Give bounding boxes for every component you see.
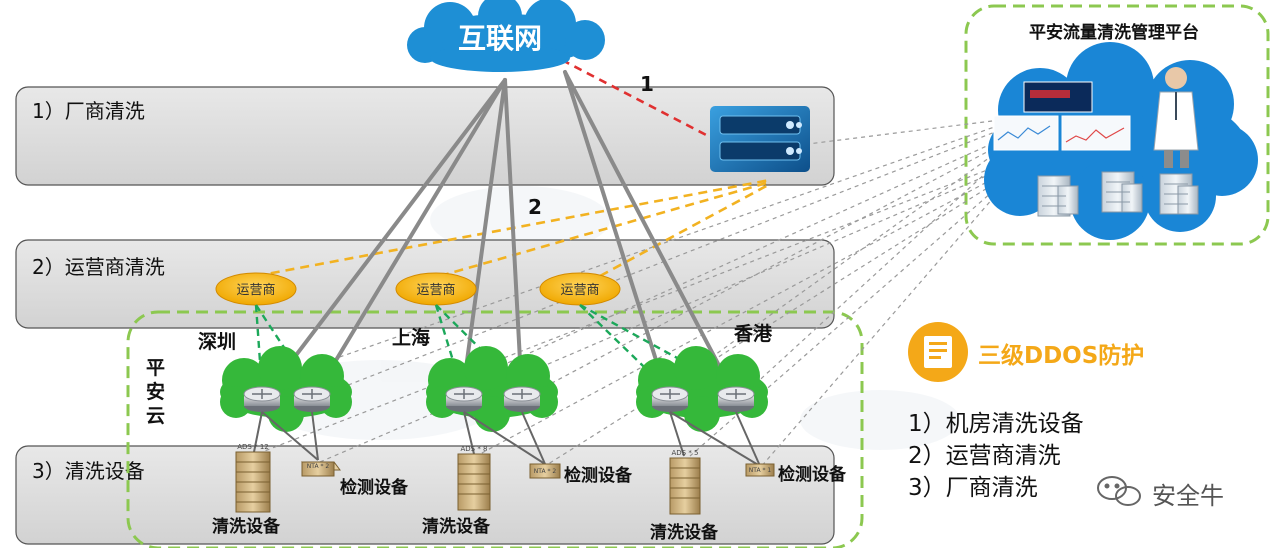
device-tag: ADS * 12: [237, 443, 268, 451]
device-tag: ADS * 8: [460, 445, 487, 453]
scrubbing-rack-hongkong: ADS * 5: [669, 449, 701, 515]
router-icon: [651, 386, 689, 412]
device-tag: NTA * 2: [534, 468, 557, 475]
carrier-node-shenzhen: 运营商: [215, 272, 297, 306]
site-cloud-hongkong: [636, 346, 768, 432]
city-label-hongkong: 香港: [733, 323, 773, 345]
legend-item-3: 3）厂商清洗: [908, 475, 1038, 501]
city-label-shanghai: 上海: [392, 326, 430, 349]
legend-item-1: 1）机房清洗设备: [908, 411, 1084, 437]
device-tag: ADS * 5: [671, 449, 698, 457]
layer-band-vendor: 1）厂商清洗: [15, 86, 835, 186]
router-icon: [503, 386, 541, 412]
carrier-label: 运营商: [416, 283, 455, 298]
router-icon: [717, 386, 755, 412]
detection-box-shanghai: NTA * 2: [529, 463, 561, 479]
carrier-node-hongkong: 运营商: [539, 272, 621, 306]
svg-text:安: 安: [146, 380, 165, 403]
device-tag: NTA * 2: [307, 463, 330, 470]
layer-label-devices: 3）清洗设备: [32, 459, 145, 483]
platform-title: 平安流量清洗管理平台: [1029, 22, 1199, 43]
database-icon: [1159, 173, 1199, 215]
detection-box-hongkong: NTA * 1: [745, 463, 775, 477]
scrubbing-label-shenzhen: 清洗设备: [212, 516, 281, 537]
database-icon: [1037, 175, 1079, 217]
detection-label-hongkong: 检测设备: [778, 464, 847, 485]
internet-label: 互联网: [458, 22, 542, 55]
device-links: [253, 411, 761, 467]
layer-band-devices: 3）清洗设备: [15, 445, 835, 545]
management-links: [261, 119, 1001, 469]
carrier-label: 运营商: [236, 283, 275, 298]
carrier-node-shanghai: 运营商: [395, 272, 477, 306]
path-number-1: 1: [640, 72, 654, 96]
legend-item-2: 2）运营商清洗: [908, 443, 1061, 469]
svg-text:云: 云: [146, 405, 165, 427]
legend-title: 三级DDOS防护: [978, 343, 1145, 369]
operator-figure: [1153, 67, 1199, 168]
internet-cloud: 互联网: [407, 0, 605, 72]
watermark-text: 安全牛: [1152, 482, 1224, 510]
vendor-link: [561, 58, 713, 140]
router-icon: [243, 386, 281, 412]
document-icon: [908, 322, 968, 382]
layer-label-vendor: 1）厂商清洗: [32, 99, 145, 123]
device-tag: NTA * 1: [749, 467, 772, 474]
city-label-shenzhen: 深圳: [198, 330, 236, 353]
pingan-cloud-label: 平 安 云: [146, 357, 165, 427]
detection-box-shenzhen: NTA * 2: [301, 461, 341, 477]
vendor-server-icon: [710, 106, 810, 172]
scrubbing-rack-shenzhen: ADS * 12: [235, 443, 271, 513]
layer-label-carrier: 2）运营商清洗: [32, 255, 165, 279]
wechat-icon: [1097, 476, 1141, 506]
internet-uplinks: [260, 70, 738, 402]
scrubbing-label-shanghai: 清洗设备: [422, 516, 491, 537]
svg-text:平: 平: [146, 357, 165, 379]
scrubbing-rack-shanghai: ADS * 8: [457, 445, 491, 511]
dashboard-screens: [993, 81, 1131, 151]
detection-label-shenzhen: 检测设备: [340, 477, 409, 498]
pingan-cloud-region: [126, 310, 864, 548]
database-icon: [1101, 171, 1143, 213]
path-number-2: 2: [528, 195, 542, 219]
router-icon: [445, 386, 483, 412]
detection-label-shanghai: 检测设备: [564, 465, 633, 486]
carrier-label: 运营商: [560, 283, 599, 298]
scrubbing-label-hongkong: 清洗设备: [650, 522, 719, 543]
router-icon: [293, 386, 331, 412]
